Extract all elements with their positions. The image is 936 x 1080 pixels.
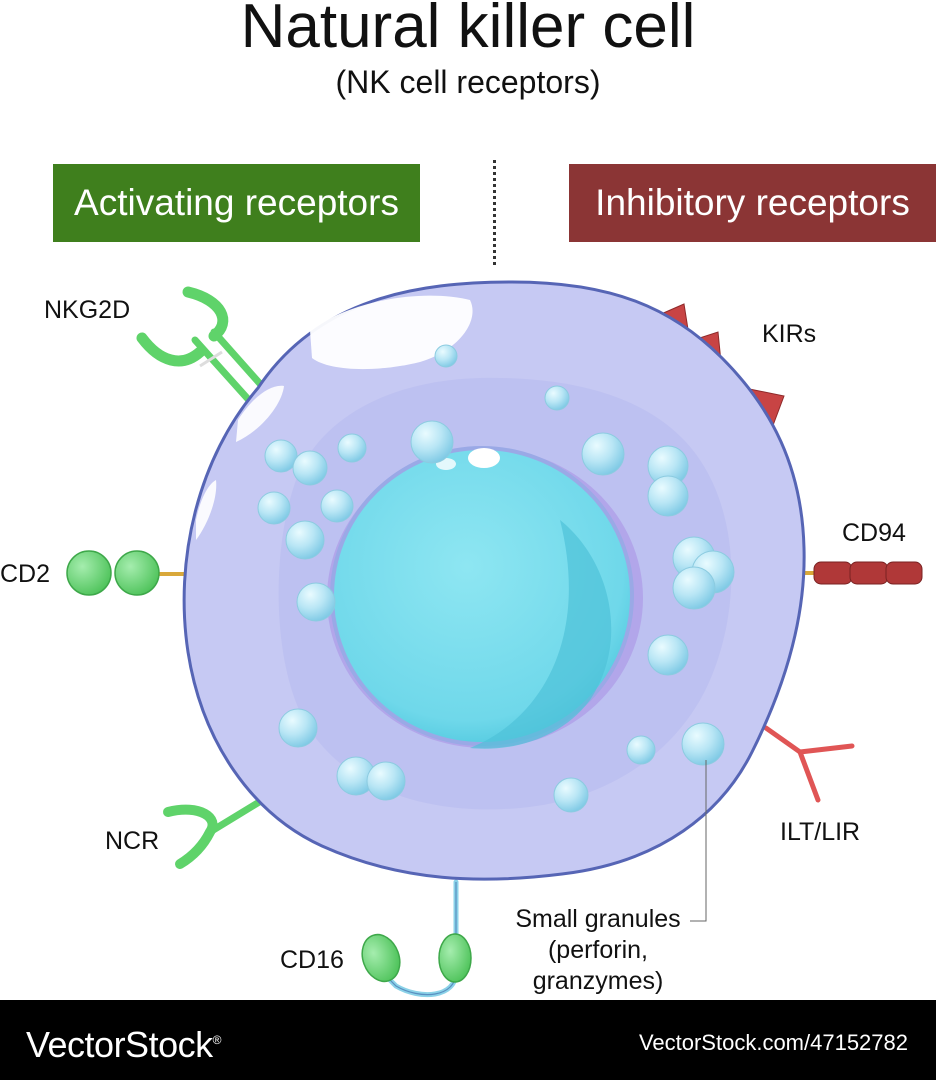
ilt-lir-label: ILT/LIR <box>780 818 861 846</box>
ilt-lir-receptor <box>763 725 855 803</box>
cd16-receptor <box>361 879 472 998</box>
panel-divider <box>493 160 496 265</box>
cd2-receptor <box>66 550 186 596</box>
cd94-label: CD94 <box>842 519 906 547</box>
cd16-label: CD16 <box>280 946 344 974</box>
nkg2d-receptor <box>136 286 274 412</box>
stock-id: VectorStock.com/47152782 <box>638 1030 908 1055</box>
vectorstock-logo: VectorStock® <box>26 1020 221 1065</box>
granules-line-3: granzymes) <box>532 967 664 995</box>
diagram-title: Natural killer cell <box>240 0 696 61</box>
activating-receptors-box: Activating receptors <box>53 164 420 242</box>
cd2-label: CD2 <box>0 560 51 588</box>
small-granules <box>257 344 735 813</box>
kirs-label: KIRs <box>762 320 817 348</box>
inhibitory-receptors-box: Inhibitory receptors <box>569 164 936 242</box>
granules-line-2: (perforin, <box>547 936 649 964</box>
granules-line-1: Small granules <box>515 905 681 933</box>
diagram-subtitle: (NK cell receptors) <box>335 64 601 100</box>
nk-cell-illustration <box>66 280 923 998</box>
ncr-label: NCR <box>105 827 160 855</box>
nkg2d-label: NKG2D <box>44 296 131 324</box>
granules-leader-line <box>690 760 707 922</box>
ncr-receptor <box>163 789 278 869</box>
brand-name: VectorStock <box>26 1024 213 1065</box>
small-granules-label: Small granules (perforin, granzymes) <box>510 904 686 997</box>
cd94-receptor <box>804 561 923 585</box>
registered-mark: ® <box>212 1033 222 1047</box>
nucleus <box>327 446 643 749</box>
footer-bar: VectorStock® VectorStock.com/47152782 <box>0 1000 936 1080</box>
